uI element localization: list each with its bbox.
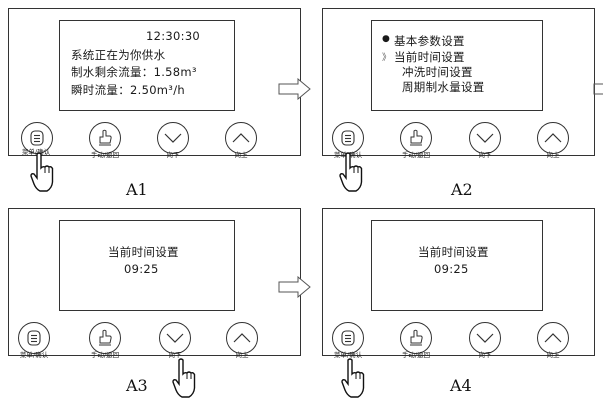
down-button[interactable] <box>157 122 189 154</box>
menu-icon <box>30 130 44 146</box>
up-button[interactable] <box>225 122 257 154</box>
panel-a3: 当前时间设置 09:25 菜单/确认 手动/返回 向下 向上 <box>8 208 301 359</box>
manual-back-label: 手动/返回 <box>401 351 431 359</box>
setting-title: 当前时间设置 <box>418 245 489 259</box>
manual-back-button[interactable] <box>400 322 432 354</box>
menu-confirm-label: 菜单/确认 <box>333 351 363 359</box>
up-label: 向上 <box>234 151 248 159</box>
down-label: 向下 <box>168 351 182 359</box>
menu-confirm-button[interactable] <box>18 322 50 354</box>
panel-a1: 12:30:30 系统正在为你供水 制水剩余流量：1.58m³ 瞬时流量：2.5… <box>8 8 301 159</box>
clock-time: 12:30:30 <box>146 29 201 43</box>
down-button[interactable] <box>469 122 501 154</box>
pointing-hand-icon <box>341 358 365 398</box>
menu-icon <box>341 130 355 146</box>
menu-item-basic-params[interactable]: 基本参数设置 <box>394 34 465 48</box>
display-screen-a4: 当前时间设置 09:25 <box>371 220 543 311</box>
pointing-hand-icon <box>30 152 54 192</box>
display-screen-a3: 当前时间设置 09:25 <box>59 220 235 311</box>
manual-back-button[interactable] <box>89 322 121 354</box>
caption-a2: A2 <box>451 180 473 199</box>
menu-confirm-label: 菜单/确认 <box>19 351 49 359</box>
down-label: 向下 <box>478 351 492 359</box>
menu-confirm-button[interactable] <box>332 122 364 154</box>
down-button[interactable] <box>159 322 191 354</box>
pointing-hand-icon <box>339 152 363 192</box>
up-label: 向上 <box>546 351 560 359</box>
setting-title: 当前时间设置 <box>108 245 179 259</box>
chevron-down-icon <box>476 133 494 143</box>
up-button[interactable] <box>537 322 569 354</box>
chevron-up-icon <box>544 133 562 143</box>
pointing-hand-icon <box>172 358 196 398</box>
status-line-supplying: 系统正在为你供水 <box>71 48 166 62</box>
panel-a2: ● 基本参数设置 》 当前时间设置 冲洗时间设置 周期制水量设置 菜单/确认 手… <box>322 8 595 159</box>
menu-item-cycle-volume[interactable]: 周期制水量设置 <box>402 80 485 94</box>
menu-icon <box>27 330 41 346</box>
chevron-up-icon <box>233 333 251 343</box>
up-button[interactable] <box>537 122 569 154</box>
up-button[interactable] <box>226 322 258 354</box>
chevron-down-icon <box>164 133 182 143</box>
menu-confirm-button[interactable] <box>332 322 364 354</box>
hand-press-icon <box>410 329 423 346</box>
chevron-down-icon <box>166 333 184 343</box>
flow-arrow-a1-a2 <box>278 78 311 100</box>
manual-back-button[interactable] <box>400 122 432 154</box>
hand-press-icon <box>99 329 112 346</box>
menu-icon <box>341 330 355 346</box>
status-line-remaining-flow: 制水剩余流量：1.58m³ <box>71 65 197 79</box>
menu-item-flush-time[interactable]: 冲洗时间设置 <box>402 65 473 79</box>
menu-confirm-label: 菜单/确认 <box>21 148 51 156</box>
setting-time-value: 09:25 <box>434 262 469 276</box>
caption-a4: A4 <box>450 376 472 395</box>
menu-confirm-button[interactable] <box>21 122 53 154</box>
manual-back-label: 手动/返回 <box>401 151 431 159</box>
menu-item-current-time[interactable]: 当前时间设置 <box>394 50 465 64</box>
hand-press-icon <box>410 129 423 146</box>
chevron-up-icon <box>232 133 250 143</box>
display-screen-a1: 12:30:30 系统正在为你供水 制水剩余流量：1.58m³ 瞬时流量：2.5… <box>59 20 235 111</box>
manual-back-button[interactable] <box>89 122 121 154</box>
hand-press-icon <box>99 129 112 146</box>
flow-arrow-continue <box>593 83 603 95</box>
down-label: 向下 <box>166 151 180 159</box>
up-label: 向上 <box>546 151 560 159</box>
up-label: 向上 <box>235 351 249 359</box>
setting-time-value: 09:25 <box>124 262 159 276</box>
display-screen-a2: ● 基本参数设置 》 当前时间设置 冲洗时间设置 周期制水量设置 <box>371 20 543 111</box>
chevron-up-icon <box>544 333 562 343</box>
panel-a4: 当前时间设置 09:25 菜单/确认 手动/返回 向下 向上 <box>322 208 595 359</box>
down-label: 向下 <box>478 151 492 159</box>
caption-a3: A3 <box>126 376 148 395</box>
down-button[interactable] <box>469 322 501 354</box>
status-line-instant-flow: 瞬时流量：2.50m³/h <box>71 83 185 97</box>
menu-selected-bullet: ● <box>382 34 391 44</box>
caption-a1: A1 <box>126 180 148 199</box>
manual-back-label: 手动/返回 <box>90 351 120 359</box>
flow-arrow-a3-a4 <box>278 276 311 298</box>
manual-back-label: 手动/返回 <box>90 151 120 159</box>
menu-cursor-icon: 》 <box>382 53 392 63</box>
chevron-down-icon <box>476 333 494 343</box>
